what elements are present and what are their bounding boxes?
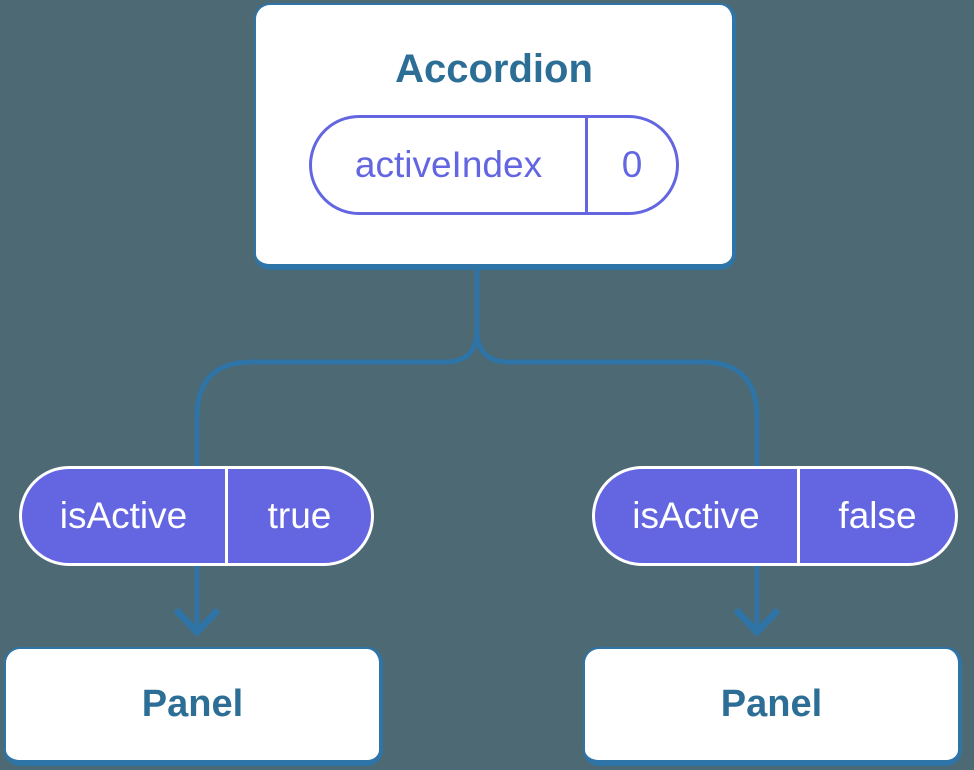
state-name: activeIndex xyxy=(354,144,543,185)
panel-title-left: Panel xyxy=(141,683,244,725)
connector-root-to-left-pill xyxy=(194,266,480,468)
prop-value-right: false xyxy=(797,469,955,563)
accordion-title: Accordion xyxy=(395,47,593,91)
arrow-left-head-icon xyxy=(173,607,221,638)
arrow-right-head-icon xyxy=(733,607,781,638)
prop-name-right: isActive xyxy=(632,495,760,536)
prop-value-left: true xyxy=(225,469,371,563)
panel-title-right: Panel xyxy=(720,683,823,725)
connector-root-to-right-pill xyxy=(474,266,760,468)
prop-pill-left: isActive true xyxy=(19,466,374,566)
panel-component-card-left: Panel xyxy=(4,647,383,766)
panel-component-card-right: Panel xyxy=(583,647,962,766)
accordion-component-card: Accordion activeIndex 0 xyxy=(254,3,736,270)
state-value: 0 xyxy=(585,118,676,212)
state-pill: activeIndex 0 xyxy=(309,115,679,215)
prop-name-left: isActive xyxy=(59,495,188,536)
prop-pill-right: isActive false xyxy=(592,466,958,566)
